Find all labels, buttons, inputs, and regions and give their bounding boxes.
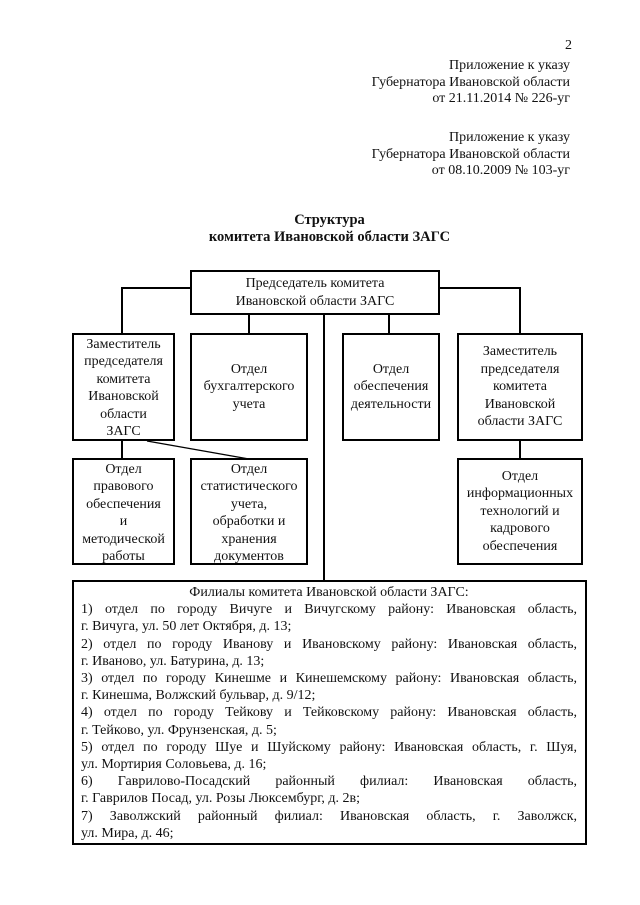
filial-item-line: ул. Мортирия Соловьева, д. 16; xyxy=(81,757,267,773)
filial-item-line: 1) отдел по городу Вичуге и Вичугскому р… xyxy=(81,602,577,618)
filial-item-line: г. Кинешма, Волжский бульвар, д. 9/12; xyxy=(81,688,316,704)
filial-item: 2) отдел по городу Иванову и Ивановскому… xyxy=(81,636,577,670)
filial-item-line: 6) Гаврилово-Посадский районный филиал: … xyxy=(81,774,577,790)
filial-item-line: 4) отдел по городу Тейкову и Тейковскому… xyxy=(81,705,577,721)
page-number: 2 xyxy=(565,38,572,53)
filial-item-line: 3) отдел по городу Кинешме и Кинешемском… xyxy=(81,671,577,687)
filial-item: 3) отдел по городу Кинешме и Кинешемском… xyxy=(81,670,577,704)
org-box-it-hr: Отдел информационных технологий и кадров… xyxy=(457,458,583,565)
filial-item: 6) Гаврилово-Посадский районный филиал: … xyxy=(81,773,577,807)
filial-item: 7) Заволжский районный филиал: Ивановска… xyxy=(81,808,577,842)
connector-left-down xyxy=(121,287,123,333)
connector-chairman-accounting xyxy=(248,313,250,333)
filial-item-line: 5) отдел по городу Шуе и Шуйскому району… xyxy=(81,739,577,755)
document-title: Структура комитета Ивановской области ЗА… xyxy=(208,212,451,245)
connector-deputy-statistics-diagonal xyxy=(146,440,250,460)
connector-right-down xyxy=(519,287,521,333)
filial-item-line: г. Тейково, ул. Фрунзенская, д. 5; xyxy=(81,722,277,738)
filial-item: 4) отдел по городу Тейкову и Тейковскому… xyxy=(81,704,577,738)
org-box-statistics: Отдел статистического учета, обработки и… xyxy=(190,458,308,565)
org-box-activity-support: Отдел обеспечения деятельности xyxy=(342,333,440,441)
connector-chairman-filials xyxy=(323,313,325,580)
filial-item: 5) отдел по городу Шуе и Шуйскому району… xyxy=(81,739,577,773)
filial-item: 1) отдел по городу Вичуге и Вичугскому р… xyxy=(81,601,577,635)
filials-box: Филиалы комитета Ивановской области ЗАГС… xyxy=(72,580,587,845)
org-box-deputy-right: Заместитель председателя комитета Иванов… xyxy=(457,333,583,441)
appendix-note-2: Приложение к указу Губернатора Ивановско… xyxy=(371,130,570,178)
connector-right-horizontal xyxy=(440,287,520,289)
filial-item-line: г. Гаврилов Посад, ул. Розы Люксембург, … xyxy=(81,791,360,807)
filial-item-line: г. Вичуга, ул. 50 лет Октября, д. 13; xyxy=(81,619,292,635)
connector-left-horizontal xyxy=(122,287,190,289)
connector-deputy-legal xyxy=(121,440,123,458)
appendix-note-1: Приложение к указу Губернатора Ивановско… xyxy=(371,58,570,106)
org-box-accounting: Отдел бухгалтерского учета xyxy=(190,333,308,441)
org-box-deputy-left: Заместитель председателя комитета Иванов… xyxy=(72,333,175,441)
connector-chairman-activity xyxy=(388,313,390,333)
filial-item-line: ул. Мира, д. 46; xyxy=(81,825,174,841)
filial-item-line: 7) Заволжский районный филиал: Ивановска… xyxy=(81,808,577,824)
connector-deputy-it xyxy=(519,440,521,458)
org-box-chairman: Председатель комитета Ивановской области… xyxy=(190,270,440,315)
org-box-legal: Отдел правового обеспечения и методическ… xyxy=(72,458,175,565)
filial-item-line: г. Иваново, ул. Батурина, д. 13; xyxy=(81,653,265,669)
filial-item-line: 2) отдел по городу Иванову и Ивановскому… xyxy=(81,636,577,652)
filials-heading: Филиалы комитета Ивановской области ЗАГС… xyxy=(189,585,469,600)
